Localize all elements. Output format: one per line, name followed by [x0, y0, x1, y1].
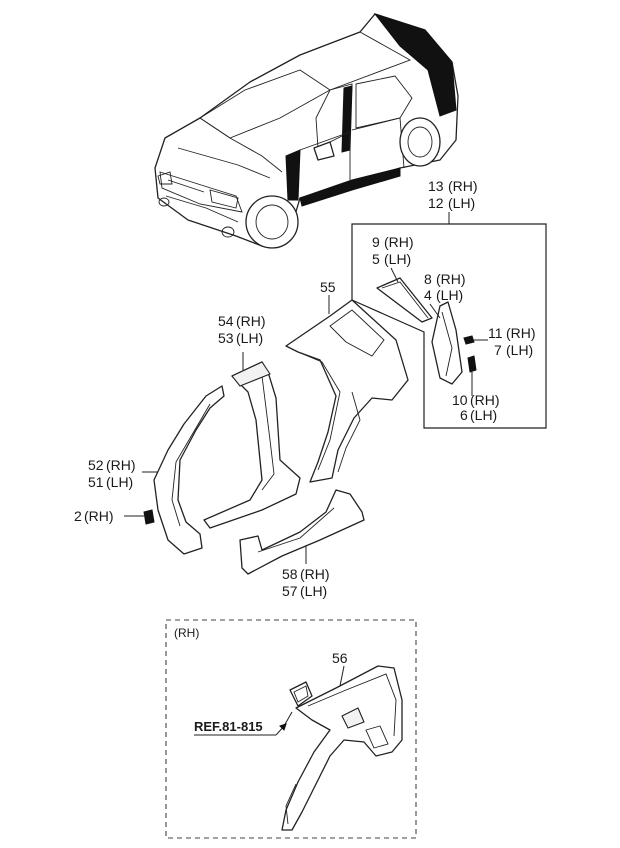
- callout-54-side: (RH): [236, 313, 266, 329]
- callout-6-side: (LH): [470, 407, 497, 423]
- inset-side-label: (RH): [174, 626, 199, 640]
- reference-label: REF.81-815: [194, 719, 263, 734]
- callout-4-side: (LH): [436, 287, 463, 303]
- callout-51-side: (LH): [106, 474, 133, 490]
- callout-9: 9: [372, 234, 380, 250]
- callout-53-side: (LH): [236, 330, 263, 346]
- inset-rh-panel: [165, 619, 417, 839]
- callout-4: 4: [424, 287, 432, 303]
- detail-box-inner-panel: [351, 212, 547, 429]
- callout-6: 6: [460, 407, 468, 423]
- callout-58-side: (RH): [300, 566, 330, 582]
- callout-5-side: (LH): [384, 251, 411, 267]
- callout-56: 56: [332, 650, 348, 666]
- callout-11-side: (RH): [506, 325, 536, 341]
- callout-9-side: (RH): [384, 234, 414, 250]
- callout-57: 57: [282, 583, 298, 599]
- callout-13: 13: [428, 178, 444, 194]
- callout-10: 10: [452, 392, 468, 408]
- callout-52-side: (RH): [106, 457, 136, 473]
- callout-12-side: (LH): [448, 195, 475, 211]
- callout-2: 2: [74, 508, 82, 524]
- callout-54: 54: [218, 313, 234, 329]
- body-side-parts: [124, 295, 409, 575]
- callout-7: 7: [494, 342, 502, 358]
- callout-10-side: (RH): [470, 392, 500, 408]
- callout-5: 5: [372, 251, 380, 267]
- callout-7-side: (LH): [506, 342, 533, 358]
- callout-8-side: (RH): [436, 271, 466, 287]
- callout-8: 8: [424, 271, 432, 287]
- callout-58: 58: [282, 566, 298, 582]
- callout-55: 55: [320, 279, 336, 295]
- callout-51: 51: [88, 474, 104, 490]
- callout-11: 11: [488, 325, 503, 341]
- callout-57-side: (LH): [300, 583, 327, 599]
- callout-52: 52: [88, 457, 104, 473]
- callout-12: 12: [428, 195, 444, 211]
- callout-13-side: (RH): [448, 178, 478, 194]
- callout-53: 53: [218, 330, 234, 346]
- vehicle-illustration: [154, 13, 459, 249]
- callout-2-side: (RH): [84, 508, 114, 524]
